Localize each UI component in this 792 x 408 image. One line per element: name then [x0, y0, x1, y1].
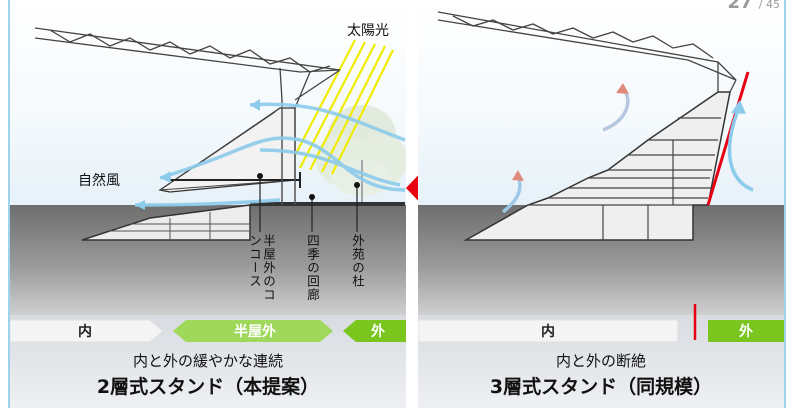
page-total: 45	[766, 0, 780, 11]
zone-semi-outdoor-bar	[173, 320, 333, 342]
wind-arrows	[134, 102, 406, 207]
panel-three-tier-stand: 内 外 27 / 45 内と外の断絶 3層式スタンド（同規模）	[418, 0, 786, 408]
zone-inside-label: 内	[541, 324, 555, 340]
concourse-label: 半屋外のコンコース	[247, 234, 276, 302]
forest-label: 外苑の杜	[350, 234, 365, 288]
right-title: 3層式スタンド（同規模）	[489, 376, 713, 398]
zone-inside-bar	[418, 319, 679, 343]
zone-outside-label: 外	[371, 324, 385, 340]
lower-stand	[81, 204, 251, 241]
wind-label: 自然風	[78, 173, 120, 189]
corridor-label: 四季の回廊	[305, 234, 320, 302]
outside-wind-arrow	[727, 109, 754, 192]
page-number: 27 / 45	[727, 0, 780, 13]
right-caption: 内と外の断絶	[555, 352, 646, 370]
left-title: 2層式スタンド（本提案）	[96, 376, 320, 398]
zone-semi-outdoor-label: 半屋外	[234, 324, 276, 340]
barrier-wall	[706, 71, 750, 206]
three-tier-stand	[463, 91, 731, 241]
zone-inside-bar	[10, 319, 164, 343]
stand-section-diagram	[10, 27, 406, 343]
zone-outside-label: 外	[739, 324, 753, 340]
zone-inside-label: 内	[78, 324, 92, 340]
panel-two-tier-stand: 太陽光 自然風 半屋外のコンコース 四季の回廊 外苑の杜 内 半屋外 外 内と外…	[8, 0, 406, 408]
zone-outside-bar	[343, 320, 406, 342]
roof-truss	[437, 11, 737, 93]
zone-outside-bar	[708, 320, 784, 342]
roof-truss	[34, 27, 341, 109]
page-current: 27	[727, 0, 753, 13]
left-caption: 内と外の緩やかな連続	[132, 352, 283, 370]
stand-section-diagram	[418, 11, 784, 343]
sunlight-label: 太陽光	[347, 23, 389, 39]
